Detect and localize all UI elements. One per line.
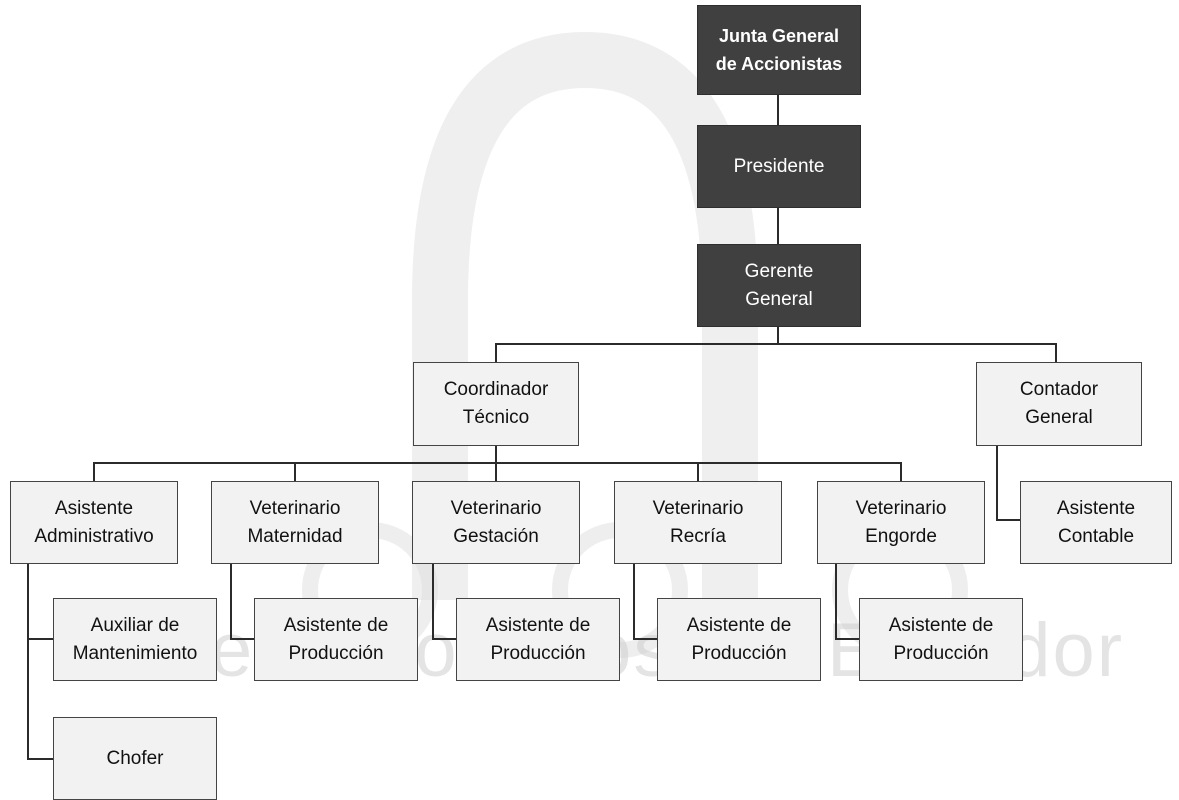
connector (27, 758, 53, 760)
connector (230, 564, 232, 640)
connector (495, 343, 1057, 345)
shareholders-box: Junta General de Accionistas (697, 5, 861, 95)
connector (633, 564, 635, 640)
connector (777, 327, 779, 344)
connector (495, 343, 497, 362)
connector (495, 462, 497, 481)
driver-box: Chofer (53, 717, 217, 800)
maintenance-assistant-box: Auxiliar de Mantenimiento (53, 598, 217, 681)
technical-coordinator-box: Coordinador Técnico (413, 362, 579, 446)
connector (93, 462, 95, 481)
connector (996, 446, 998, 520)
administrative-assistant-box: Asistente Administrativo (10, 481, 178, 564)
accounting-assistant-box: Asistente Contable (1020, 481, 1172, 564)
production-assistant-box: Asistente de Producción (859, 598, 1023, 681)
connector (230, 638, 254, 640)
connector (27, 564, 29, 760)
connector (27, 638, 53, 640)
connector (835, 564, 837, 640)
connector (93, 462, 902, 464)
connector (495, 446, 497, 463)
general-manager-box: Gerente General (697, 244, 861, 327)
general-accountant-box: Contador General (976, 362, 1142, 446)
connector (1055, 343, 1057, 362)
connector (900, 462, 902, 481)
president-box: Presidente (697, 125, 861, 208)
connector (432, 638, 456, 640)
production-assistant-box: Asistente de Producción (456, 598, 620, 681)
connector (777, 95, 779, 125)
connector (996, 519, 1020, 521)
connector (294, 462, 296, 481)
production-assistant-box: Asistente de Producción (254, 598, 418, 681)
connector (633, 638, 657, 640)
veterinarian-maternity-box: Veterinario Maternidad (211, 481, 379, 564)
production-assistant-box: Asistente de Producción (657, 598, 821, 681)
veterinarian-rearing-box: Veterinario Recría (614, 481, 782, 564)
connector (432, 564, 434, 640)
veterinarian-gestation-box: Veterinario Gestación (412, 481, 580, 564)
connector (835, 638, 859, 640)
connector (697, 462, 699, 481)
veterinarian-fattening-box: Veterinario Engorde (817, 481, 985, 564)
connector (777, 208, 779, 244)
